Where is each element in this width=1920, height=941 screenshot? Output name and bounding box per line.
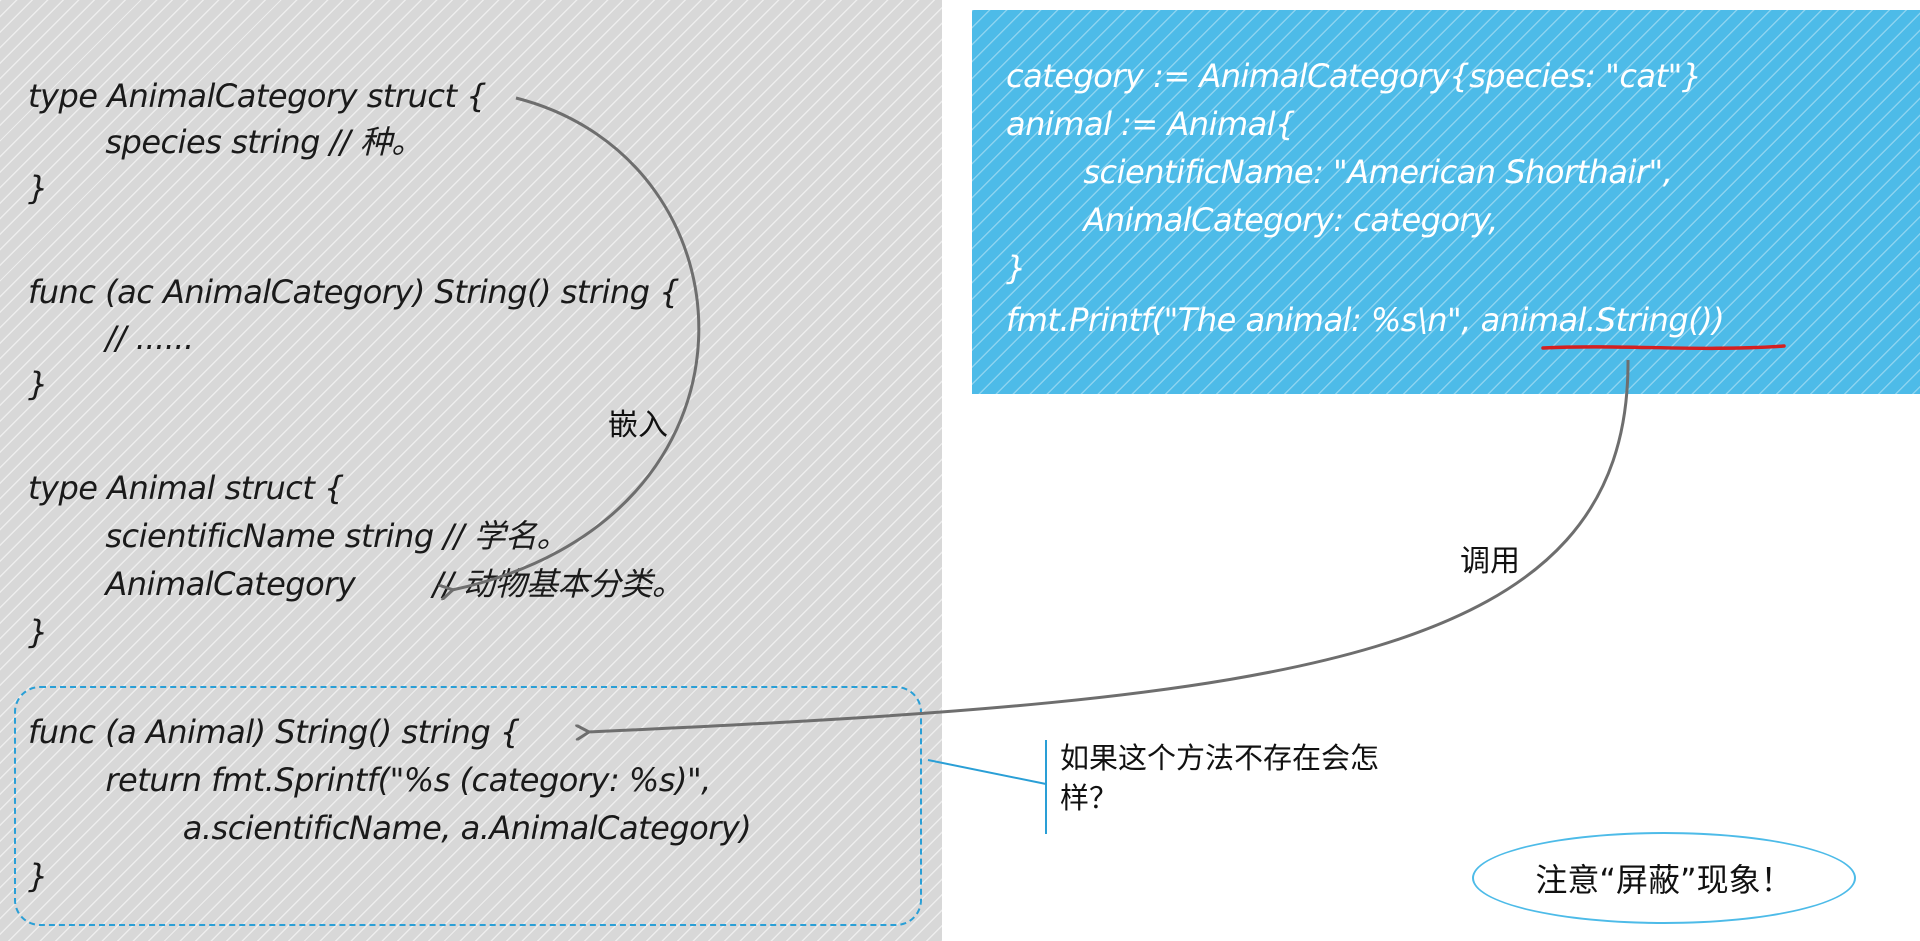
code-line: category := AnimalCategory{species: "cat… bbox=[1006, 57, 1702, 95]
call-label: 调用 bbox=[1460, 544, 1520, 579]
code-line: } bbox=[28, 613, 48, 651]
question-text: 如果这个方法不存在会怎样？ bbox=[1060, 741, 1380, 815]
code-line: func (ac AnimalCategory) String() string… bbox=[28, 273, 680, 311]
code-line: AnimalCategory: category, bbox=[1006, 201, 1498, 239]
code-line: type Animal struct { bbox=[28, 469, 344, 507]
code-line: scientificName: "American Shorthair", bbox=[1006, 153, 1673, 191]
code-line: } bbox=[28, 365, 48, 403]
embed-label: 嵌入 bbox=[608, 408, 668, 443]
code-line: AnimalCategory // 动物基本分类。 bbox=[28, 565, 684, 603]
code-line: scientificName string // 学名。 bbox=[28, 517, 569, 555]
code-line: species string // 种。 bbox=[28, 123, 423, 161]
code-line: animal := Animal{ bbox=[1006, 105, 1295, 143]
code-line: } bbox=[28, 857, 48, 895]
code-line: a.scientificName, a.AnimalCategory) bbox=[28, 809, 752, 847]
left-code-panel: type AnimalCategory struct { species str… bbox=[0, 0, 942, 941]
code-line: type AnimalCategory struct { bbox=[28, 77, 487, 115]
code-line: } bbox=[1006, 249, 1026, 287]
question-connector bbox=[927, 759, 1047, 785]
shadowing-note: 注意“屏蔽”现象！ bbox=[1472, 832, 1856, 924]
code-line: } bbox=[28, 169, 48, 207]
code-line: func (a Animal) String() string { bbox=[28, 713, 520, 751]
code-line: // ...... bbox=[28, 319, 194, 357]
code-line: fmt.Printf("The animal: %s\n", animal.St… bbox=[1006, 301, 1725, 339]
method-highlight-box bbox=[14, 686, 922, 926]
right-code-panel: category := AnimalCategory{species: "cat… bbox=[972, 10, 1920, 394]
shadowing-note-text: 注意“屏蔽”现象！ bbox=[1535, 861, 1793, 899]
code-line: return fmt.Sprintf("%s (category: %s)", bbox=[28, 761, 711, 799]
